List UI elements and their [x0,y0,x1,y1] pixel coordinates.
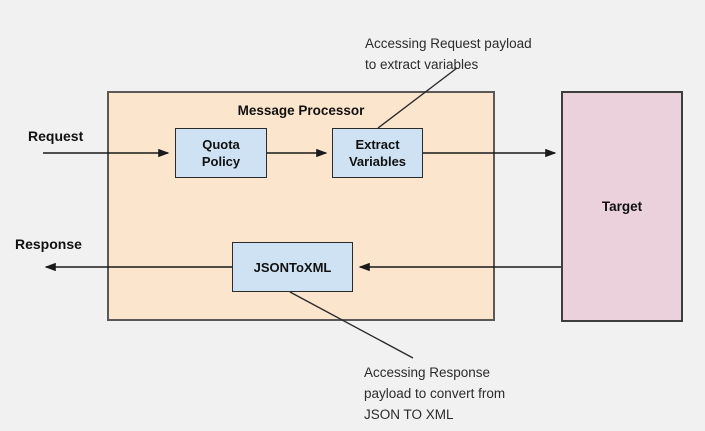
request-label: Request [28,128,84,144]
extract-variables-node: Extract Variables [332,128,423,178]
jsontoxml-node: JSONToXML [232,242,353,292]
target-label: Target [601,199,643,214]
jsontoxml-label: JSONToXML [253,259,332,275]
response-payload-annotation: Accessing Response payload to convert fr… [364,365,506,422]
target-box: Target [561,91,683,322]
message-processor-title: Message Processor [237,103,365,118]
response-label: Response [15,236,82,252]
request-payload-annotation: Accessing Request payload to extract var… [365,36,532,72]
extract-variables-label: Extract Variables [348,137,407,169]
quota-policy-node: Quota Policy [175,128,267,178]
quota-policy-label: Quota Policy [201,137,241,169]
